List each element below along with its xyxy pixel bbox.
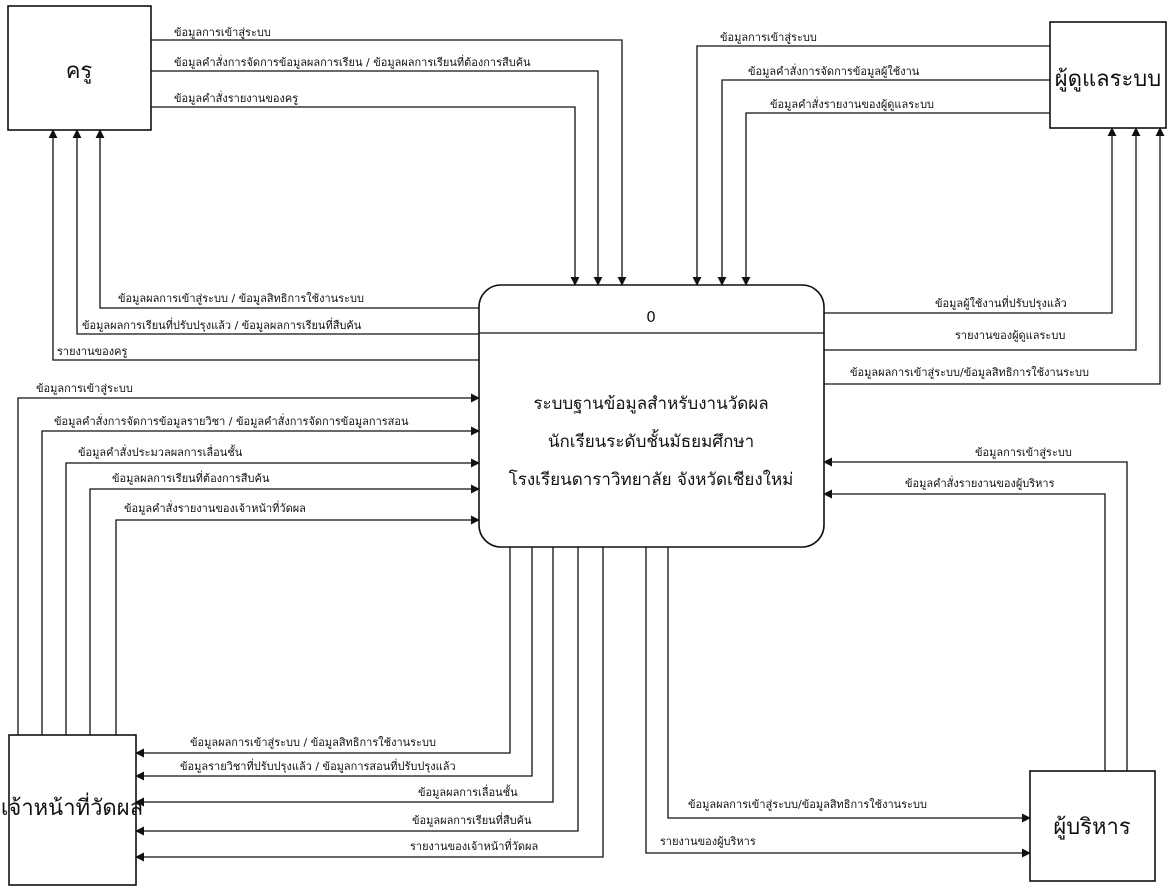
flow-officer-in-2 xyxy=(41,426,480,735)
flow-officer-in-1-label: ข้อมูลการเข้าสู่ระบบ xyxy=(36,382,133,395)
entity-teacher: ครู xyxy=(7,5,152,131)
flow-officer-in-2-label: ข้อมูลคำสั่งการจัดการข้อมูลรายวิชา / ข้อ… xyxy=(54,413,409,428)
process-title-line1: ระบบฐานข้อมูลสำหรับงานวัดผล xyxy=(533,394,768,414)
flow-admin-in-1 xyxy=(692,45,1050,286)
entity-officer-label: เจ้าหน้าที่วัดผล xyxy=(1,792,143,821)
flow-exec-in-1 xyxy=(823,457,1128,771)
process-number: 0 xyxy=(646,308,656,326)
flow-exec-in-2 xyxy=(823,489,1106,771)
flows-teacher-in: ข้อมูลการเข้าสู่ระบบ ข้อมูลคำสั่งการจัดก… xyxy=(151,26,627,286)
flows-exec-in: ข้อมูลการเข้าสู่ระบบ ข้อมูลคำสั่งรายงานข… xyxy=(823,446,1128,771)
flow-officer-in-4-label: ข้อมูลผลการเรียนที่ต้องการสืบค้น xyxy=(112,470,270,485)
flows-exec-out: ข้อมูลผลการเข้าสู่ระบบ/ข้อมูลสิทธิการใช้… xyxy=(645,547,1031,858)
flow-officer-out-5 xyxy=(135,547,604,862)
flow-exec-out-1-label: ข้อมูลผลการเข้าสู่ระบบ/ข้อมูลสิทธิการใช้… xyxy=(688,798,927,811)
flow-officer-out-4 xyxy=(135,547,579,836)
entity-admin-label: ผู้ดูแลระบบ xyxy=(1055,67,1161,92)
flow-officer-in-4 xyxy=(89,484,480,735)
entity-executive: ผู้บริหาร xyxy=(1029,770,1156,882)
entity-executive-label: ผู้บริหาร xyxy=(1053,815,1131,840)
flow-teacher-out-2-label: ข้อมูลผลการเรียนที่ปรับปรุงแล้ว / ข้อมูล… xyxy=(82,317,362,332)
entity-admin-box xyxy=(1049,21,1167,129)
flow-admin-in-2 xyxy=(717,79,1050,286)
flow-admin-in-3-label: ข้อมูลคำสั่งรายงานของผู้ดูแลระบบ xyxy=(770,96,934,111)
flow-admin-out-1-label: ข้อมูลผู้ใช้งานที่ปรับปรุงแล้ว xyxy=(935,295,1067,310)
flow-officer-in-1 xyxy=(17,393,480,735)
entity-teacher-label: ครู xyxy=(66,59,93,84)
flow-officer-out-1-label: ข้อมูลผลการเข้าสู่ระบบ / ข้อมูลสิทธิการใ… xyxy=(190,736,436,749)
flow-teacher-out-2 xyxy=(72,129,479,335)
entity-teacher-box xyxy=(7,5,152,131)
flows-officer-out: ข้อมูลผลการเข้าสู่ระบบ / ข้อมูลสิทธิการใ… xyxy=(135,547,604,862)
flow-admin-out-2-label: รายงานของผู้ดูแลระบบ xyxy=(955,329,1065,342)
flow-admin-out-3 xyxy=(824,127,1165,385)
flow-teacher-in-2 xyxy=(151,70,603,286)
flow-admin-in-2-label: ข้อมูลคำสั่งการจัดการข้อมูลผู้ใช้งาน xyxy=(748,63,920,78)
flows-teacher-out: ข้อมูลผลการเข้าสู่ระบบ / ข้อมูลสิทธิการใ… xyxy=(48,129,479,361)
entity-executive-box xyxy=(1029,770,1156,882)
flow-admin-out-3-label: ข้อมูลผลการเข้าสู่ระบบ/ข้อมูลสิทธิการใช้… xyxy=(850,366,1089,379)
process-title-line3: โรงเรียนดาราวิทยาลัย จังหวัดเชียงใหม่ xyxy=(509,469,794,490)
flow-admin-out-2 xyxy=(824,127,1141,351)
flow-admin-in-3 xyxy=(741,112,1050,286)
flow-admin-out-1 xyxy=(824,127,1117,314)
flow-officer-out-3-label: ข้อมูลผลการเลื่อนชั้น xyxy=(418,784,518,799)
flow-officer-out-4-label: ข้อมูลผลการเรียนที่สืบค้น xyxy=(412,812,532,827)
flow-exec-out-1 xyxy=(667,547,1031,823)
flows-officer-in: ข้อมูลการเข้าสู่ระบบ ข้อมูลคำสั่งการจัดก… xyxy=(17,382,480,735)
flow-teacher-in-2-label: ข้อมูลคำสั่งการจัดการข้อมูลผลการเรียน / … xyxy=(174,54,531,69)
flow-officer-out-1 xyxy=(135,547,511,758)
flow-officer-out-3 xyxy=(135,547,554,807)
flow-teacher-out-1-label: ข้อมูลผลการเข้าสู่ระบบ / ข้อมูลสิทธิการใ… xyxy=(118,292,364,305)
flow-teacher-out-3 xyxy=(48,129,479,361)
flow-teacher-out-3-label: รายงานของครู xyxy=(57,345,127,358)
flow-officer-in-3-label: ข้อมูลคำสั่งประมวลผลการเลื่อนชั้น xyxy=(78,444,243,459)
flow-exec-out-2 xyxy=(645,547,1031,858)
flow-teacher-in-1 xyxy=(151,39,627,286)
flow-teacher-in-3 xyxy=(151,106,580,286)
flow-exec-in-2-label: ข้อมูลคำสั่งรายงานของผู้บริหาร xyxy=(905,475,1055,490)
flow-admin-in-1-label: ข้อมูลการเข้าสู่ระบบ xyxy=(720,31,817,44)
flow-exec-in-1-label: ข้อมูลการเข้าสู่ระบบ xyxy=(975,446,1072,459)
flow-teacher-out-1 xyxy=(95,129,479,309)
process-0: 0 ระบบฐานข้อมูลสำหรับงานวัดผล นักเรียนระ… xyxy=(478,284,825,548)
flow-teacher-in-1-label: ข้อมูลการเข้าสู่ระบบ xyxy=(174,26,271,39)
flow-officer-in-3 xyxy=(65,458,480,735)
flows-admin-in: ข้อมูลการเข้าสู่ระบบ ข้อมูลคำสั่งการจัดก… xyxy=(692,31,1050,286)
process-title-line2: นักเรียนระดับชั้นมัธยมศึกษา xyxy=(548,429,754,452)
flow-officer-out-2-label: ข้อมูลรายวิชาที่ปรับปรุงแล้ว / ข้อมูลการ… xyxy=(180,758,456,773)
flow-teacher-in-3-label: ข้อมูลคำสั่งรายงานของครู xyxy=(174,90,298,105)
entity-officer: เจ้าหน้าที่วัดผล xyxy=(1,734,143,886)
flow-officer-out-5-label: รายงานของเจ้าหน้าที่วัดผล xyxy=(410,838,538,853)
flows-admin-out: ข้อมูลผู้ใช้งานที่ปรับปรุงแล้ว รายงานของ… xyxy=(824,127,1165,385)
flow-exec-out-2-label: รายงานของผู้บริหาร xyxy=(660,835,756,848)
flow-officer-out-2 xyxy=(135,547,533,781)
entity-admin: ผู้ดูแลระบบ xyxy=(1049,21,1167,129)
entity-officer-box xyxy=(8,734,137,886)
process-box xyxy=(478,284,825,548)
flow-officer-in-5 xyxy=(115,515,480,735)
flow-officer-in-5-label: ข้อมูลคำสั่งรายงานของเจ้าหน้าที่วัดผล xyxy=(124,500,306,515)
